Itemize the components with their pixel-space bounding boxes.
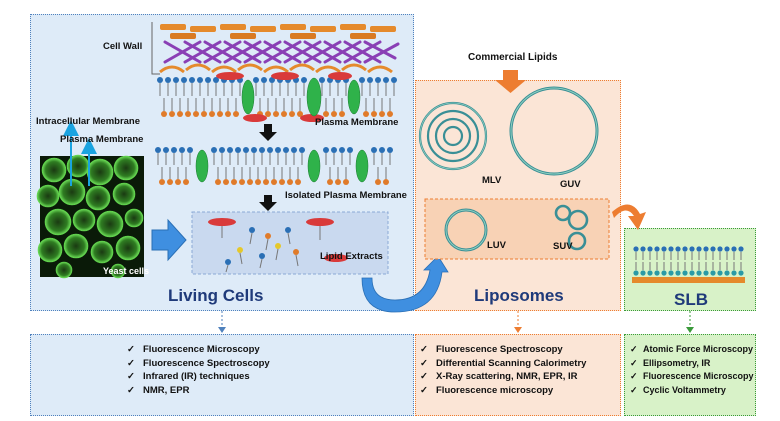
mlv-label: MLV bbox=[482, 175, 502, 186]
liposomes-methods: ✓Fluorescence Spectroscopy ✓Differential… bbox=[420, 343, 586, 397]
down-arrow-2 bbox=[259, 195, 277, 211]
check-icon: ✓ bbox=[630, 384, 638, 395]
living-cells-methods: ✓Fluorescence Microscopy ✓Fluorescence S… bbox=[127, 343, 270, 397]
liposomes-methods-box bbox=[415, 334, 621, 416]
yeast-to-extract-arrow bbox=[151, 218, 187, 262]
slb-bilayer bbox=[632, 246, 745, 283]
commercial-lipids-label: Commercial Lipids bbox=[468, 52, 558, 63]
connector-slb-head bbox=[686, 327, 694, 333]
yeast-cells-label: Yeast cells bbox=[103, 266, 150, 276]
slb-methods-box bbox=[624, 334, 756, 416]
cell-wall-arcs bbox=[159, 63, 393, 74]
living-cells-title: Living Cells bbox=[168, 286, 264, 305]
cell-wall-bracket bbox=[151, 22, 160, 75]
check-icon: ✓ bbox=[630, 371, 638, 381]
method-item: ✓Fluorescence Spectroscopy bbox=[420, 344, 563, 355]
cell-wall-top-bars bbox=[160, 24, 396, 39]
commercial-lipids-arrow bbox=[495, 70, 526, 93]
living-cells-methods-box bbox=[30, 334, 414, 416]
connector-living-head bbox=[218, 327, 226, 333]
suv-vesicles bbox=[554, 204, 589, 251]
slb-methods: ✓Atomic Force Microscopy ✓Ellipsometry, … bbox=[630, 343, 754, 397]
slb-title: SLB bbox=[674, 290, 708, 309]
suv-label: SUV bbox=[553, 241, 573, 252]
check-icon: ✓ bbox=[127, 384, 135, 396]
check-icon: ✓ bbox=[420, 344, 428, 355]
yeast-cells-image bbox=[36, 154, 144, 279]
isolated-plasma-membrane bbox=[155, 147, 393, 185]
method-item: ✓Fluorescence Spectroscopy bbox=[127, 357, 270, 369]
liposomes-title: Liposomes bbox=[474, 286, 564, 305]
check-icon: ✓ bbox=[420, 384, 428, 396]
isolated-plasma-membrane-label: Isolated Plasma Membrane bbox=[285, 190, 407, 201]
liposome-to-slb-arrow bbox=[612, 204, 646, 230]
down-arrow-1 bbox=[259, 124, 277, 141]
lipid-extracts-label: Lipid Extracts bbox=[320, 251, 383, 262]
method-item: ✓X-Ray scattering, NMR, EPR, IR bbox=[420, 371, 578, 382]
mlv-vesicle bbox=[418, 101, 488, 171]
method-item: ✓Ellipsometry, IR bbox=[630, 357, 754, 371]
method-item: ✓Atomic Force Microscopy bbox=[630, 343, 754, 357]
check-icon: ✓ bbox=[127, 371, 135, 382]
check-icon: ✓ bbox=[127, 344, 135, 355]
check-icon: ✓ bbox=[630, 357, 638, 368]
check-icon: ✓ bbox=[420, 357, 428, 369]
plasma-membrane-label-left: Plasma Membrane bbox=[60, 134, 144, 145]
intracellular-membrane-label: Intracellular Membrane bbox=[36, 116, 141, 127]
check-icon: ✓ bbox=[420, 371, 428, 382]
method-item: ✓Fluorescence Microscopy bbox=[630, 370, 754, 384]
guv-vesicle bbox=[509, 86, 599, 176]
method-item: ✓Cyclic Voltammetry bbox=[630, 384, 754, 398]
guv-label: GUV bbox=[560, 179, 581, 190]
cell-wall-label: Cell Wall bbox=[103, 41, 143, 52]
check-icon: ✓ bbox=[630, 344, 638, 354]
lipid-extract-contents bbox=[208, 218, 348, 273]
method-item: ✓NMR, EPR bbox=[127, 384, 190, 396]
luv-label: LUV bbox=[487, 240, 506, 251]
plasma-membrane-label-top: Plasma Membrane bbox=[315, 117, 399, 128]
method-item: ✓Differential Scanning Calorimetry bbox=[420, 357, 587, 369]
method-item: ✓Fluorescence Microscopy bbox=[127, 344, 260, 355]
check-icon: ✓ bbox=[127, 357, 135, 369]
method-item: ✓Infrared (IR) techniques bbox=[127, 371, 250, 382]
cell-wall-mannan-chains bbox=[163, 40, 400, 64]
plasma-membrane-1 bbox=[157, 72, 397, 122]
method-item: ✓Fluorescence microscopy bbox=[420, 384, 554, 396]
extract-to-liposome-arrow bbox=[361, 255, 449, 313]
connector-liposomes-head bbox=[514, 327, 522, 333]
luv-vesicle bbox=[444, 208, 488, 252]
